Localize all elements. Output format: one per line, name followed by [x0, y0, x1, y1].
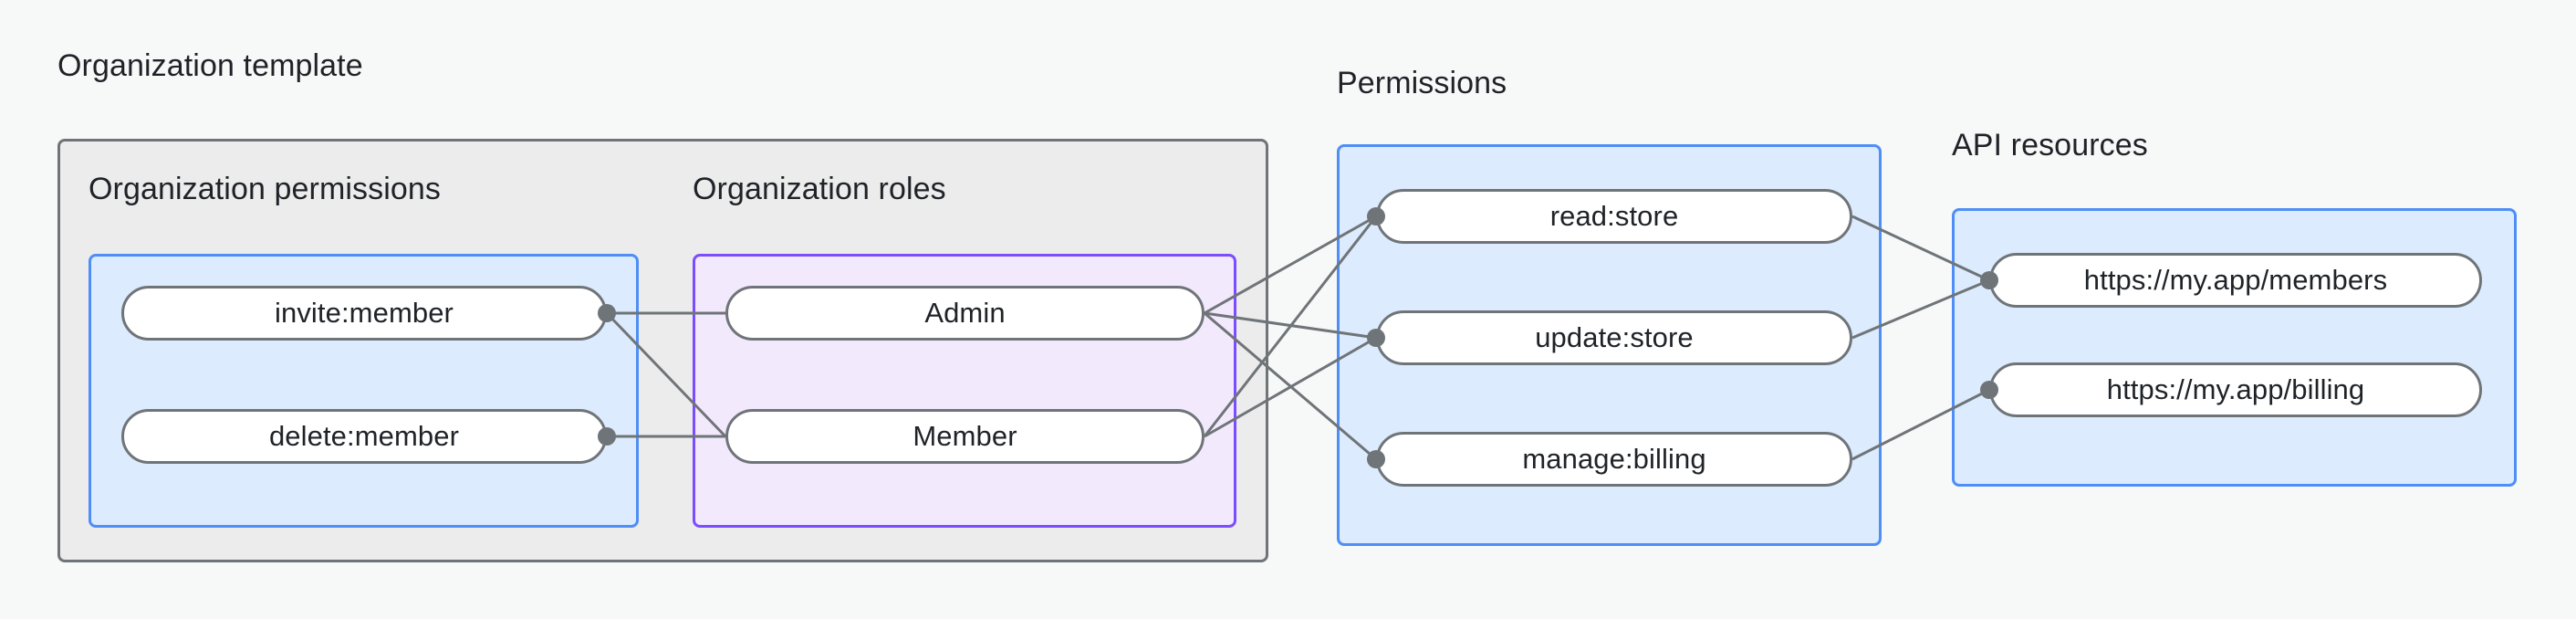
- label-api-resources: API resources: [1952, 128, 2148, 163]
- node-label: https://my.app/members: [2083, 264, 2388, 296]
- node-label: Member: [913, 420, 1017, 452]
- node-delete-member[interactable]: delete:member: [121, 409, 607, 464]
- node-read-store[interactable]: read:store: [1376, 189, 1852, 244]
- label-permissions: Permissions: [1337, 66, 1507, 100]
- node-update-store[interactable]: update:store: [1376, 310, 1852, 365]
- node-res-billing[interactable]: https://my.app/billing: [1989, 362, 2482, 417]
- node-label: Admin: [924, 297, 1006, 329]
- group-api-resources: [1952, 208, 2517, 487]
- label-organization-template: Organization template: [57, 48, 363, 83]
- label-organization-roles: Organization roles: [693, 172, 946, 206]
- node-label: invite:member: [275, 297, 454, 329]
- node-role-admin[interactable]: Admin: [725, 286, 1205, 341]
- node-label: read:store: [1549, 200, 1679, 232]
- node-label: update:store: [1535, 321, 1694, 353]
- node-role-member[interactable]: Member: [725, 409, 1205, 464]
- node-manage-billing[interactable]: manage:billing: [1376, 432, 1852, 487]
- node-label: https://my.app/billing: [2106, 373, 2365, 405]
- label-organization-permissions: Organization permissions: [89, 172, 442, 206]
- node-label: manage:billing: [1522, 443, 1706, 475]
- node-res-members[interactable]: https://my.app/members: [1989, 253, 2482, 308]
- node-label: delete:member: [268, 420, 460, 452]
- node-invite-member[interactable]: invite:member: [121, 286, 607, 341]
